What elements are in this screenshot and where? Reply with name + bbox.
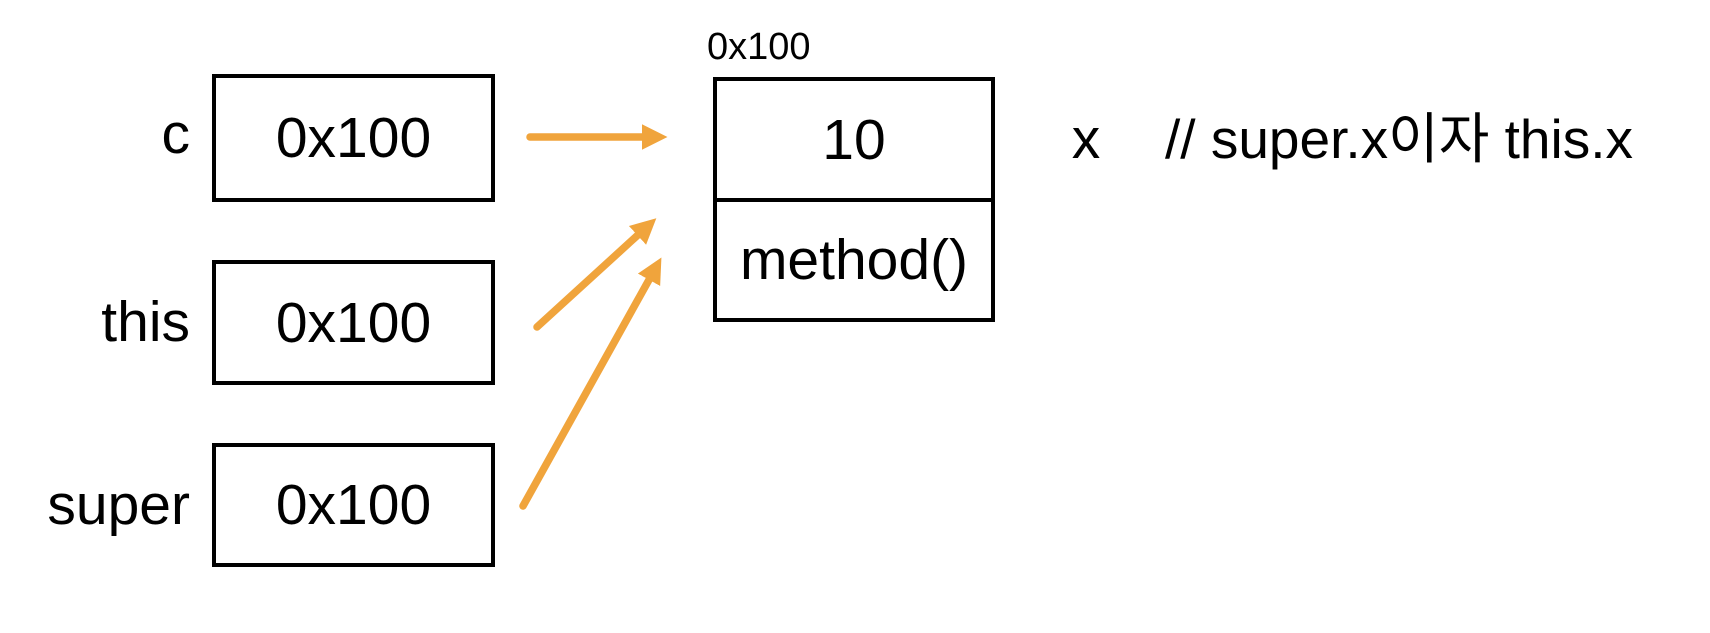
object-method-value: method() bbox=[739, 228, 969, 292]
pointer-box-this: 0x100 bbox=[212, 260, 495, 385]
variable-label-super: super bbox=[47, 473, 190, 537]
arrow-this-to-object-icon bbox=[533, 218, 657, 331]
variable-label-this: this bbox=[101, 290, 190, 354]
field-name-label: x bbox=[1071, 107, 1101, 171]
pointer-value-this: 0x100 bbox=[275, 290, 432, 355]
pointer-box-super: 0x100 bbox=[212, 443, 495, 567]
object-box: 10 method() bbox=[713, 77, 995, 322]
field-comment-text: // super.x이자 this.x bbox=[1165, 108, 1634, 170]
object-field-x-cell: 10 bbox=[717, 81, 991, 202]
arrow-super-to-object-icon bbox=[519, 257, 662, 510]
variable-label-c: c bbox=[161, 102, 191, 166]
pointer-box-c: 0x100 bbox=[212, 74, 495, 202]
pointer-value-c: 0x100 bbox=[275, 106, 432, 170]
pointer-value-super: 0x100 bbox=[275, 473, 432, 537]
object-method-cell: method() bbox=[717, 202, 991, 318]
object-address-label: 0x100 bbox=[707, 26, 811, 68]
object-field-x-value: 10 bbox=[822, 107, 886, 172]
